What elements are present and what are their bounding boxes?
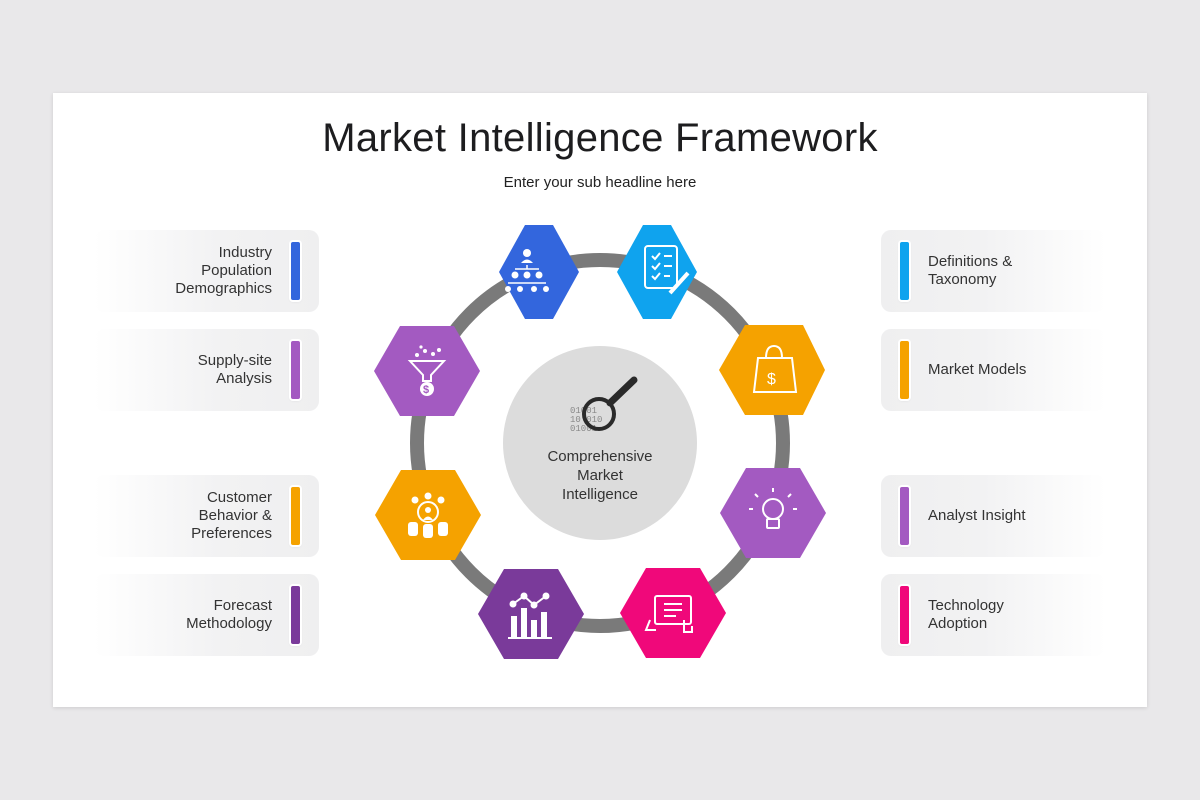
hexagon-funnel — [374, 326, 480, 416]
funnel-dollar-icon: $ — [407, 345, 447, 396]
org-chart-icon — [505, 249, 549, 292]
bar-chart-trend-icon — [508, 592, 552, 639]
hexagon-checklist — [617, 225, 697, 319]
connector-ring — [410, 253, 790, 633]
card-forecast-methodology: Forecast Methodology — [94, 574, 319, 656]
svg-text:$: $ — [423, 384, 429, 396]
color-bar — [900, 242, 909, 300]
color-bar — [291, 242, 300, 300]
shopping-bag-dollar-icon: $ — [752, 344, 798, 393]
card-label: Industry Population Demographics — [175, 244, 272, 297]
hexagon-tablet-touch — [620, 568, 726, 658]
svg-text:$: $ — [767, 371, 776, 388]
hexagon-bar-chart — [478, 569, 584, 659]
card-label: Technology Adoption — [928, 597, 1004, 632]
lightbulb-icon — [749, 488, 797, 529]
checklist-pen-icon — [644, 245, 690, 295]
color-bar — [291, 341, 300, 399]
card-label: Analyst Insight — [928, 507, 1026, 524]
hexagon-target-audience — [375, 470, 481, 560]
page-title: Market Intelligence Framework — [322, 116, 878, 160]
center-circle — [503, 346, 697, 540]
card-technology-adoption: Technology Adoption — [881, 574, 1106, 656]
color-bar — [900, 487, 909, 545]
center-label: Comprehensive Market Intelligence — [547, 448, 653, 503]
tablet-touch-icon — [644, 595, 693, 633]
color-bar — [900, 586, 909, 644]
card-label: Forecast Methodology — [186, 597, 272, 632]
color-bar — [291, 586, 300, 644]
color-bar — [900, 341, 909, 399]
card-label: Customer Behavior & Preferences — [191, 489, 272, 542]
svg-text:01001: 01001 — [570, 424, 597, 434]
card-customer-behavior: Customer Behavior & Preferences — [94, 475, 319, 557]
card-analyst-insight: Analyst Insight — [881, 475, 1106, 557]
color-bar — [291, 487, 300, 545]
target-audience-icon — [408, 492, 448, 538]
card-market-models: Market Models — [881, 329, 1106, 411]
card-label: Supply-site Analysis — [197, 352, 272, 387]
card-supply-site-analysis: Supply-site Analysis — [94, 329, 319, 411]
magnifier-binary-icon: 01001 10 010 01001 — [570, 376, 638, 434]
page-subtitle: Enter your sub headline here — [503, 174, 697, 191]
card-industry-demographics: Industry Population Demographics — [94, 230, 319, 312]
card-definitions-taxonomy: Definitions & Taxonomy — [881, 230, 1106, 312]
card-label: Definitions & Taxonomy — [928, 253, 1013, 288]
hexagon-shopping-bag — [719, 325, 825, 415]
card-label: Market Models — [928, 361, 1027, 378]
hexagon-lightbulb — [720, 468, 826, 558]
